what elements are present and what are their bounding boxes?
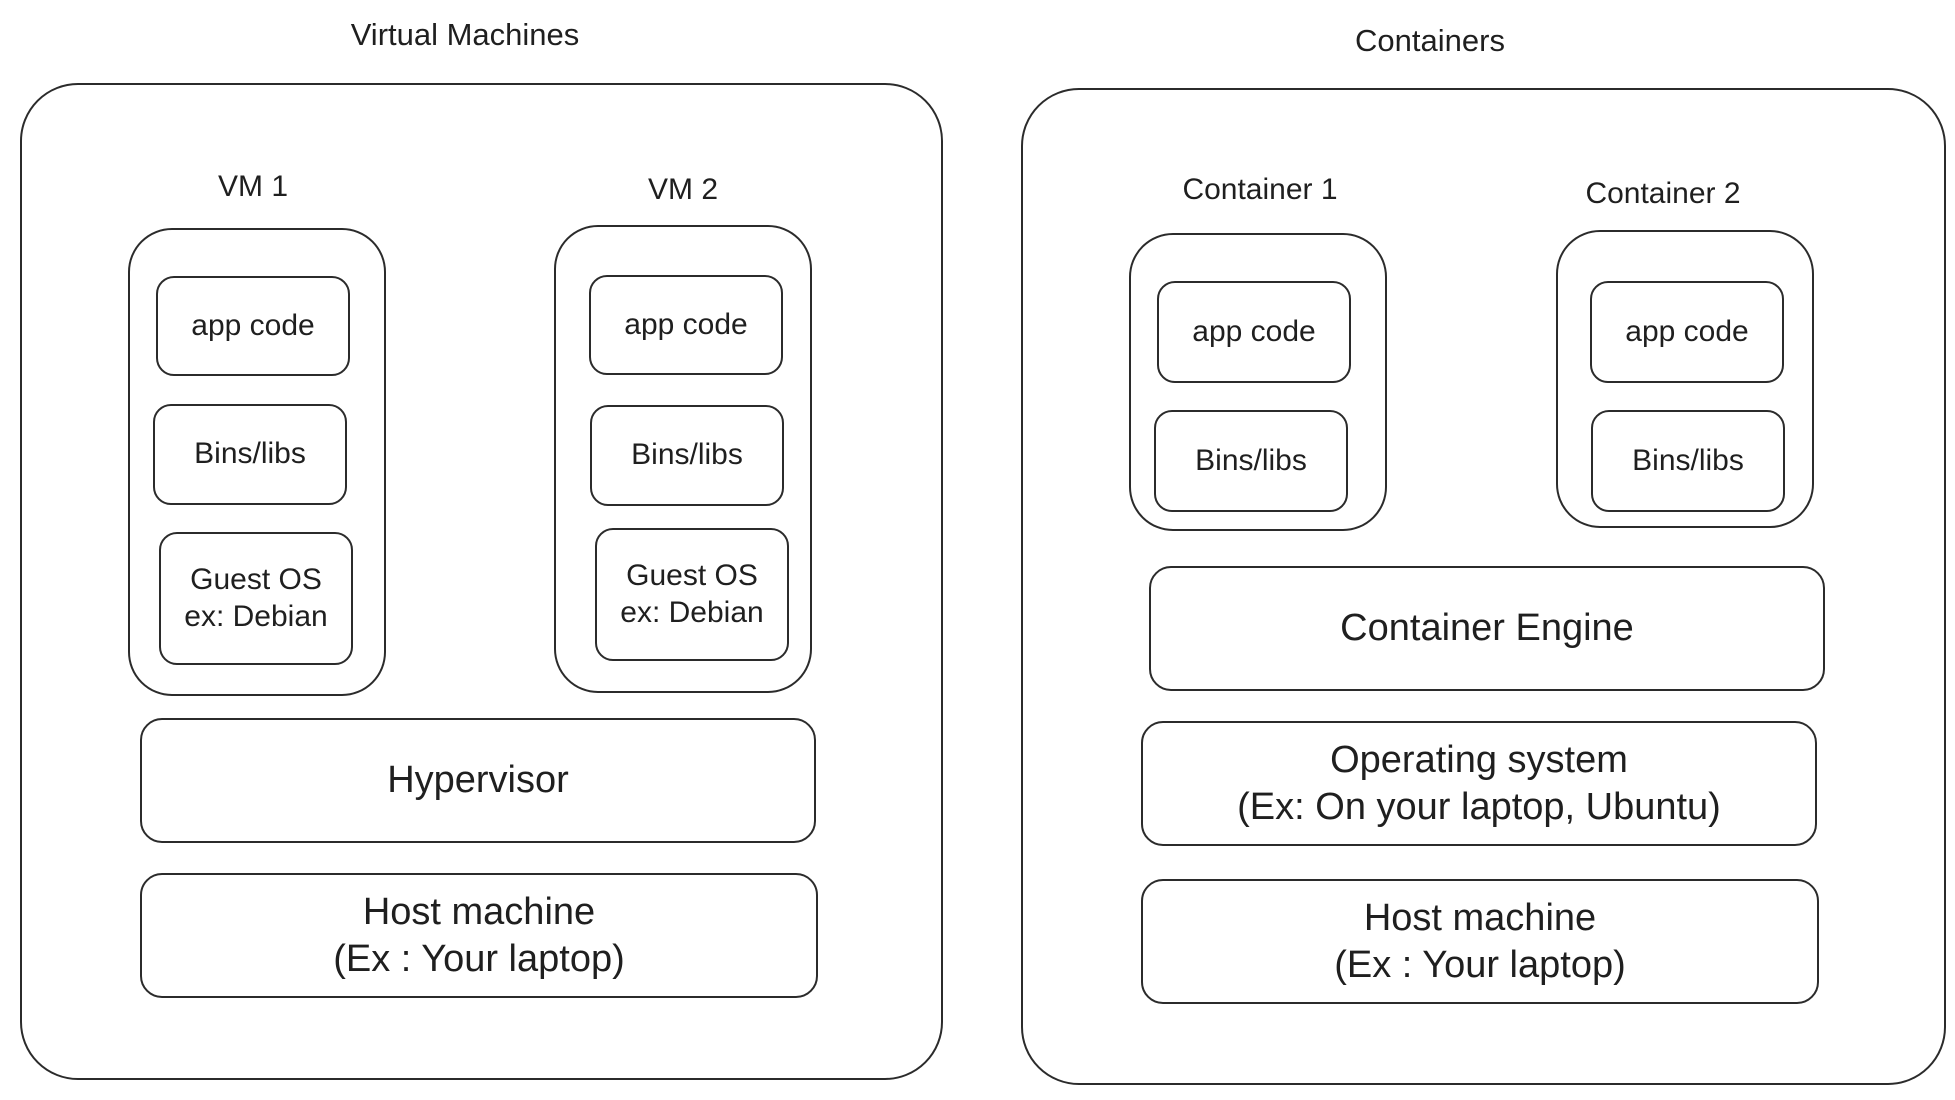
vm-2-guest-os: Guest OS ex: Debian — [595, 528, 789, 661]
container-1-title: Container 1 — [1182, 173, 1338, 206]
container-engine-box: Container Engine — [1149, 566, 1825, 691]
vm-2-box — [554, 225, 812, 693]
vm-1-guest-os-line-1: Guest OS — [190, 562, 322, 596]
operating-system-box: Operating system (Ex: On your laptop, Ub… — [1141, 721, 1817, 846]
vm-host-machine-line-1: Host machine — [362, 891, 596, 934]
container-2-app-code: app code — [1590, 281, 1784, 383]
container-2-box — [1556, 230, 1814, 528]
vm-1-box — [128, 228, 386, 696]
container-1-bins-libs: Bins/libs — [1154, 410, 1348, 512]
container-2-title: Container 2 — [1585, 177, 1741, 210]
vm-host-machine-box: Host machine (Ex : Your laptop) — [140, 873, 818, 998]
hypervisor-box: Hypervisor — [140, 718, 816, 843]
container-host-machine-box: Host machine (Ex : Your laptop) — [1141, 879, 1819, 1004]
operating-system-line-2: (Ex: On your laptop, Ubuntu) — [1237, 785, 1721, 828]
container-2-bins-libs: Bins/libs — [1591, 410, 1785, 512]
container-host-machine-line-2: (Ex : Your laptop) — [1334, 943, 1626, 986]
vm-2-app-code: app code — [589, 275, 783, 375]
container-1-box — [1129, 233, 1387, 531]
vm-1-guest-os: Guest OS ex: Debian — [159, 532, 353, 665]
vm-host-machine-line-2: (Ex : Your laptop) — [333, 937, 625, 980]
vm-1-title: VM 1 — [217, 170, 289, 203]
vm-section-title: Virtual Machines — [350, 17, 580, 52]
vm-2-guest-os-line-1: Guest OS — [626, 558, 758, 592]
vm-2-guest-os-line-2: ex: Debian — [620, 595, 764, 629]
vm-1-guest-os-line-2: ex: Debian — [184, 599, 328, 633]
vm-2-bins-libs: Bins/libs — [590, 405, 784, 506]
container-1-app-code: app code — [1157, 281, 1351, 383]
containers-section-title: Containers — [1355, 23, 1505, 58]
container-host-machine-line-1: Host machine — [1363, 897, 1597, 940]
vm-1-bins-libs: Bins/libs — [153, 404, 347, 505]
vm-1-app-code: app code — [156, 276, 350, 376]
operating-system-line-1: Operating system — [1330, 739, 1628, 782]
vm-2-title: VM 2 — [647, 173, 719, 206]
